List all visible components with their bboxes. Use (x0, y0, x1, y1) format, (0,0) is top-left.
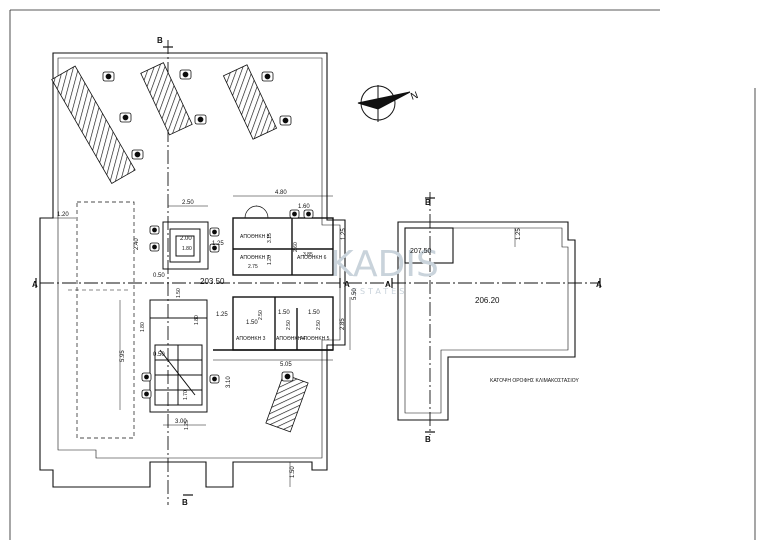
room-label-storage-8: ΑΠΟΘΗΚΗ 8 (240, 234, 270, 240)
room-label-storage-3: ΑΠΟΘΗΚΗ 3 (236, 336, 266, 342)
solar-panel-icon (51, 65, 136, 185)
dim-1-25-a: 1.25 (212, 241, 224, 247)
storage-rooms (213, 205, 334, 351)
dim-5-50: 5.50 (352, 288, 358, 300)
dimension-lines (40, 195, 516, 487)
dim-2-85: 2.85 (340, 318, 346, 330)
dim-1-80-lift: 1.80 (182, 246, 192, 252)
section-label-a-mid: A (344, 280, 350, 289)
section-label-b-roof-bottom: B (425, 435, 431, 444)
north-arrow-icon (357, 85, 411, 122)
dim-0-50-b: 0.50 (153, 352, 165, 358)
dim-3-15: 3.15 (267, 233, 273, 243)
dim-5-95: 5.95 (120, 350, 126, 362)
dim-1-20-b: 1.20 (267, 255, 273, 265)
dim-4-80: 4.80 (275, 190, 287, 196)
section-label-a-roof-right: A (596, 280, 602, 289)
dim-0-50-a: 0.50 (153, 273, 165, 279)
dim-5-05: 5.05 (280, 362, 292, 368)
level-roof: 206.20 (475, 296, 500, 305)
dim-3-85: 3.85 (303, 252, 313, 258)
dim-2-75: 2.75 (248, 264, 258, 270)
dim-2-50-b: 2.50 (258, 310, 264, 320)
room-label-storage-7: ΑΠΟΘΗΚΗ 7 (240, 255, 270, 261)
section-markers (35, 46, 601, 496)
dim-1-50-b: 1.50 (246, 320, 258, 326)
room-label-storage-4: ΑΠΟΘΗΚΗ 4 (276, 336, 306, 342)
room-label-storage-5: ΑΠΟΘΗΚΗ 5 (300, 336, 330, 342)
solar-panel-icon (222, 64, 278, 140)
section-lines (40, 40, 600, 505)
lift-core (149, 221, 209, 413)
main-terrace-outline (39, 52, 346, 488)
dim-1-50-d: 1.50 (308, 310, 320, 316)
dim-1-25-roof: 1.25 (516, 228, 522, 240)
roof-plan-outline (397, 221, 576, 421)
dim-2-50-d: 2.50 (316, 320, 322, 330)
dim-2-00: 2.00 (180, 236, 192, 242)
dim-1-80-c: 1.80 (140, 322, 146, 332)
section-label-a-roof-left: A (385, 280, 391, 289)
sheet-frame (9, 9, 756, 540)
watermark-sub: ESTATES (352, 287, 407, 296)
dim-2-50-c: 2.50 (286, 320, 292, 330)
ac-units (102, 69, 314, 399)
dim-1-50-c: 1.50 (278, 310, 290, 316)
dim-1-25-d: 1.25 (184, 420, 190, 430)
dim-1-25-c: 1.25 (216, 312, 228, 318)
room-label-storage-6: ΑΠΟΘΗΚΗ 6 (297, 255, 327, 261)
dim-1-70: 1.70 (183, 390, 189, 400)
solar-panel-array (51, 62, 309, 433)
dim-1-50-e: 1.50 (290, 466, 296, 478)
roof-caption: ΚΑΤΟΨΗ ΟΡΟΦΗΣ ΚΛΙΜΑΚΟΣΤΑΣΙΟΥ (490, 378, 579, 384)
dim-1-25-b: 1.25 (341, 228, 347, 240)
dim-3-00: 3.00 (175, 419, 187, 425)
watermark-main: KADIS (330, 244, 439, 285)
dim-1-80-b: 1.80 (194, 315, 200, 325)
level-roof-small: 207.50 (410, 248, 432, 255)
solar-panel-icon (140, 62, 193, 136)
compass-letter: N (409, 90, 420, 103)
dim-1-20: 1.20 (57, 212, 69, 218)
dim-1-60: 1.60 (298, 204, 310, 210)
dim-2-40: 2.40 (134, 238, 140, 250)
section-label-b-top: B (157, 36, 163, 45)
dim-1-50-a: 1.50 (176, 288, 182, 298)
level-main: 203.50 (200, 277, 225, 286)
section-label-a-left: A (32, 280, 38, 289)
dim-3-10: 3.10 (226, 376, 232, 388)
section-label-b-bottom: B (182, 498, 188, 507)
section-label-b-roof-top: B (425, 198, 431, 207)
dim-2-60: 2.60 (293, 242, 299, 252)
solar-panel-icon (265, 373, 309, 433)
dim-2-50-top: 2.50 (182, 200, 194, 206)
